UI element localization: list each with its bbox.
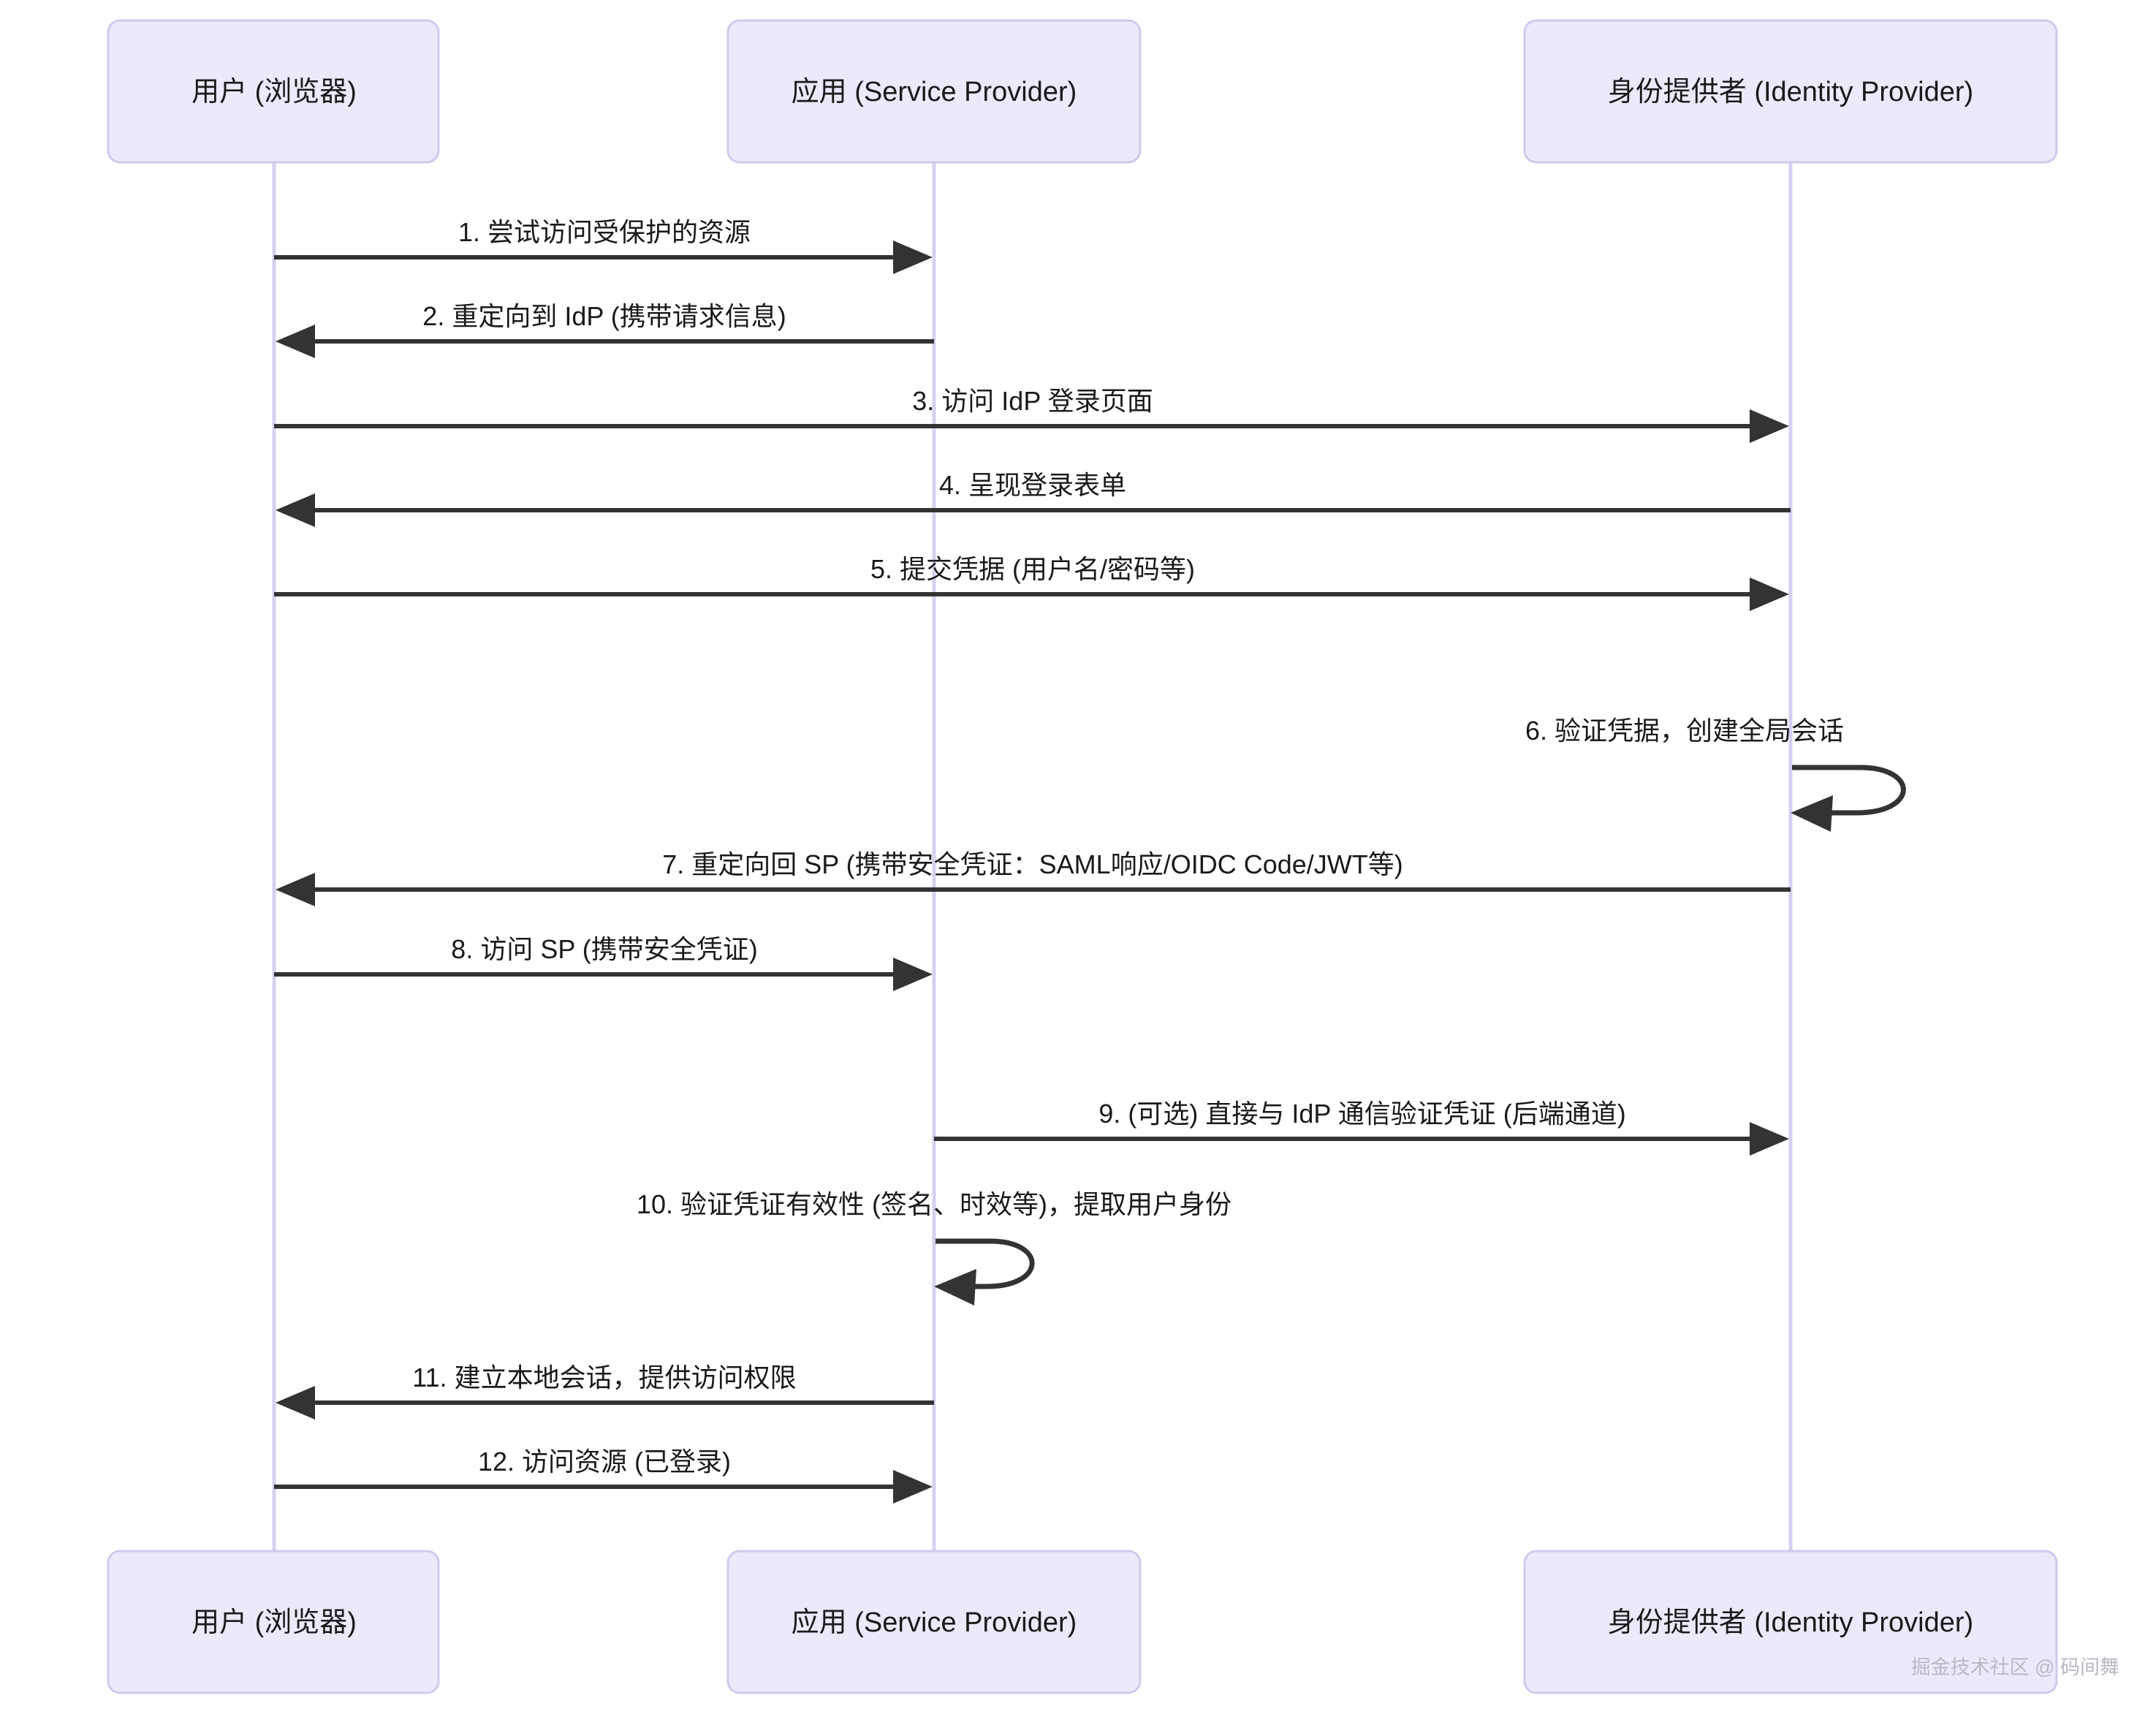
actor-label-sp-bottom: 应用 (Service Provider) (792, 1607, 1077, 1638)
message-10-arrowhead-left (934, 1269, 976, 1305)
message-11-label: 11. 建立本地会话，提供访问权限 (412, 1362, 796, 1392)
message-9-label: 9. (可选) 直接与 IdP 通信验证凭证 (后端通道) (1098, 1099, 1625, 1129)
message-2-label: 2. 重定向到 IdP (携带请求信息) (422, 301, 786, 331)
message-6[interactable]: 6. 验证凭据，创建全局会话 (1525, 716, 1906, 832)
actor-footer-sp[interactable]: 应用 (Service Provider) (726, 1550, 1142, 1694)
actor-header-sp[interactable]: 应用 (Service Provider) (726, 19, 1142, 164)
actor-header-idp[interactable]: 身份提供者 (Identity Provider) (1523, 19, 2058, 164)
message-12-label: 12. 访问资源 (已登录) (478, 1447, 731, 1477)
actor-box-user-top[interactable] (107, 19, 440, 164)
actor-label-user-bottom: 用户 (浏览器) (191, 1607, 357, 1638)
actor-box-idp-top[interactable] (1523, 19, 2058, 164)
message-11[interactable]: 11. 建立本地会话，提供访问权限 (276, 1362, 934, 1420)
message-1[interactable]: 1. 尝试访问受保护的资源 (274, 217, 933, 274)
message-4-arrowhead-left (276, 493, 315, 527)
message-12-arrowhead-right (893, 1470, 933, 1504)
message-2[interactable]: 2. 重定向到 IdP (携带请求信息) (276, 301, 934, 358)
message-4-label: 4. 呈现登录表单 (939, 470, 1126, 500)
actor-label-idp-bottom: 身份提供者 (Identity Provider) (1608, 1607, 1973, 1638)
actor-label-user-top: 用户 (浏览器) (191, 77, 357, 107)
message-6-label: 6. 验证凭据，创建全局会话 (1525, 716, 1844, 746)
message-10-loop (935, 1238, 1035, 1289)
message-12[interactable]: 12. 访问资源 (已登录) (274, 1447, 933, 1504)
actor-footer-user[interactable]: 用户 (浏览器) (107, 1550, 440, 1694)
message-9[interactable]: 9. (可选) 直接与 IdP 通信验证凭证 (后端通道) (934, 1099, 1789, 1156)
message-3-label: 3. 访问 IdP 登录页面 (912, 386, 1153, 416)
message-4[interactable]: 4. 呈现登录表单 (276, 470, 1791, 527)
actor-label-idp-top: 身份提供者 (Identity Provider) (1608, 77, 1973, 107)
actor-box-idp-bottom[interactable] (1523, 1550, 2058, 1694)
message-2-arrowhead-left (276, 325, 315, 358)
message-11-arrowhead-left (276, 1386, 315, 1420)
message-8[interactable]: 8. 访问 SP (携带安全凭证) (274, 934, 933, 991)
message-9-arrowhead-right (1750, 1122, 1789, 1156)
message-5-arrowhead-right (1750, 577, 1789, 611)
message-8-arrowhead-right (893, 958, 933, 991)
message-1-label: 1. 尝试访问受保护的资源 (458, 217, 751, 247)
actor-footer-idp[interactable]: 身份提供者 (Identity Provider) (1523, 1550, 2058, 1694)
message-7[interactable]: 7. 重定向回 SP (携带安全凭证：SAML响应/OIDC Code/JWT等… (276, 849, 1791, 906)
message-3[interactable]: 3. 访问 IdP 登录页面 (274, 386, 1789, 443)
message-6-arrowhead-left (1791, 795, 1833, 832)
message-1-arrowhead-right (893, 240, 933, 274)
message-10[interactable]: 10. 验证凭证有效性 (签名、时效等)，提取用户身份 (637, 1189, 1231, 1305)
message-6-loop (1792, 765, 1906, 816)
lifelines (272, 162, 1793, 1551)
actor-box-user-bottom[interactable] (107, 1550, 440, 1694)
message-7-arrowhead-left (276, 873, 315, 906)
message-7-label: 7. 重定向回 SP (携带安全凭证：SAML响应/OIDC Code/JWT等… (662, 849, 1402, 879)
message-3-arrowhead-right (1750, 409, 1789, 443)
actor-box-sp-bottom[interactable] (726, 1550, 1142, 1694)
message-8-label: 8. 访问 SP (携带安全凭证) (451, 934, 757, 964)
watermark: 掘金技术社区 @ 码间舞 (1911, 1656, 2119, 1678)
message-10-label: 10. 验证凭证有效性 (签名、时效等)，提取用户身份 (637, 1189, 1231, 1219)
actor-label-sp-top: 应用 (Service Provider) (792, 77, 1077, 107)
actor-box-sp-top[interactable] (726, 19, 1142, 164)
message-5[interactable]: 5. 提交凭据 (用户名/密码等) (274, 554, 1789, 611)
message-5-label: 5. 提交凭据 (用户名/密码等) (870, 554, 1195, 584)
actor-header-user[interactable]: 用户 (浏览器) (107, 19, 440, 164)
